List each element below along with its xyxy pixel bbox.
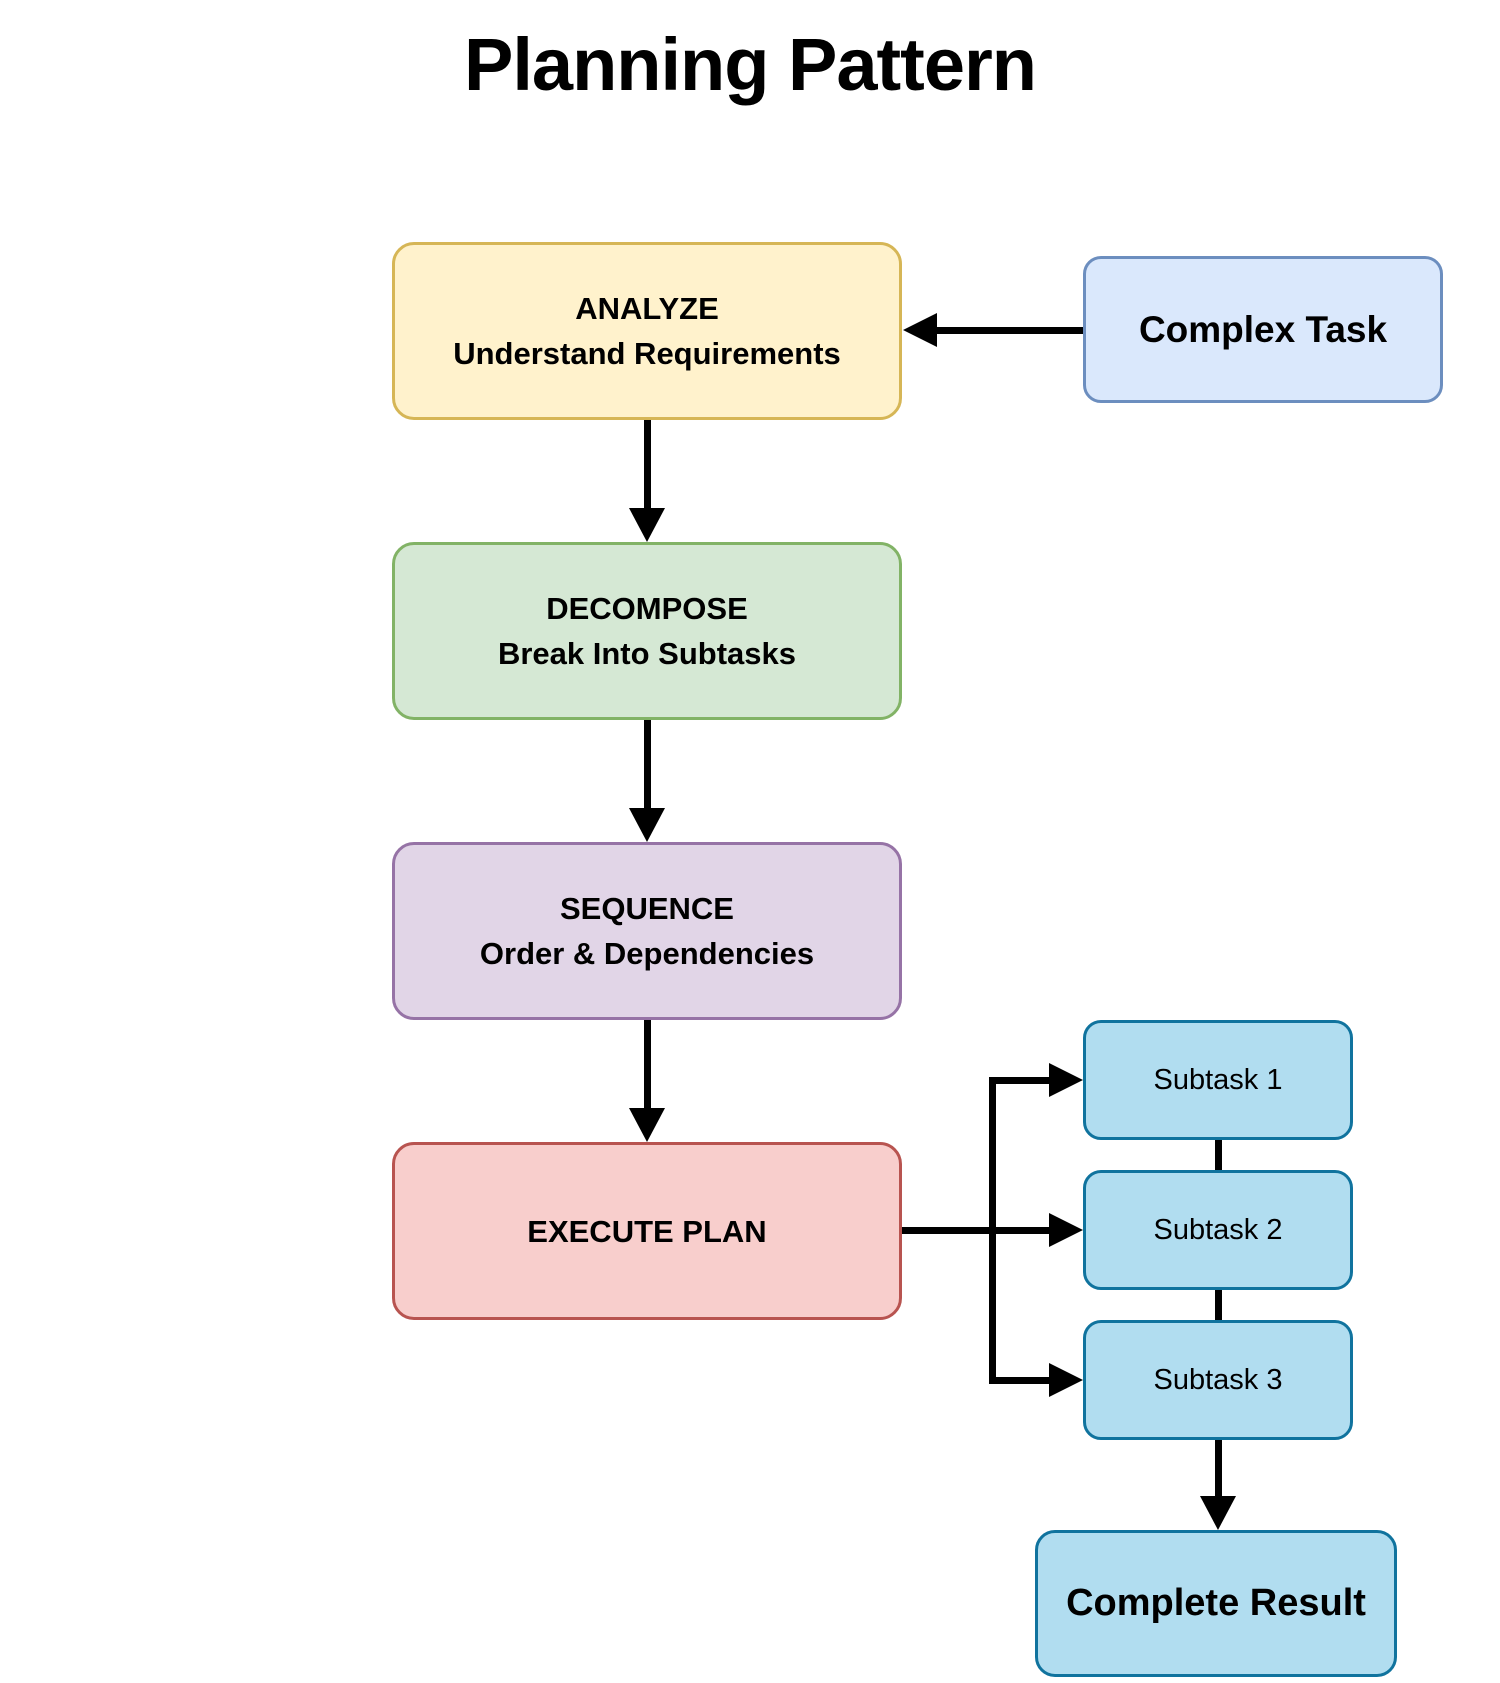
arrow-execute-to-subtask2-line [902, 1226, 1049, 1234]
decompose-title: DECOMPOSE [546, 591, 748, 626]
node-subtask-1: Subtask 1 [1083, 1020, 1353, 1140]
node-execute-plan: EXECUTE PLAN [392, 1142, 902, 1320]
decompose-subtitle: Break Into Subtasks [497, 636, 797, 671]
link-subtask2-to-subtask3-line [1214, 1290, 1222, 1320]
node-sequence: SEQUENCE Order & Dependencies [392, 842, 902, 1020]
arrow-execute-to-subtask1-head-icon [1049, 1063, 1083, 1097]
subtask-1-label: Subtask 1 [1153, 1063, 1283, 1096]
arrow-execute-to-subtask3-head-icon [1049, 1363, 1083, 1397]
complex-task-label: Complex Task [1138, 308, 1388, 350]
arrow-analyze-to-decompose-line [643, 420, 651, 508]
arrow-subtask3-to-complete-head-icon [1200, 1496, 1236, 1530]
analyze-subtitle: Understand Requirements [453, 336, 841, 371]
sequence-subtitle: Order & Dependencies [479, 936, 815, 971]
arrow-complex-to-analyze-line [936, 326, 1083, 334]
arrow-decompose-to-sequence-head-icon [629, 808, 665, 842]
arrow-complex-to-analyze-head-icon [903, 313, 937, 347]
execute-plan-label: EXECUTE PLAN [527, 1213, 767, 1249]
arrow-execute-to-subtask2-head-icon [1049, 1213, 1083, 1247]
link-subtask1-to-subtask2-line [1214, 1140, 1222, 1170]
sequence-title: SEQUENCE [560, 891, 734, 926]
node-decompose: DECOMPOSE Break Into Subtasks [392, 542, 902, 720]
subtask-3-label: Subtask 3 [1153, 1363, 1283, 1396]
arrow-sequence-to-execute-line [643, 1020, 651, 1108]
node-complex-task: Complex Task [1083, 256, 1443, 403]
complete-result-label: Complete Result [1066, 1582, 1366, 1624]
analyze-title: ANALYZE [575, 291, 719, 326]
diagram-title: Planning Pattern [464, 23, 1037, 106]
node-subtask-3: Subtask 3 [1083, 1320, 1353, 1440]
fanout-trunk-line [988, 1076, 996, 1384]
arrow-subtask3-to-complete-line [1214, 1440, 1222, 1496]
subtask-2-label: Subtask 2 [1153, 1213, 1283, 1246]
arrow-execute-to-subtask1-line [988, 1076, 1050, 1084]
node-complete-result: Complete Result [1035, 1530, 1397, 1677]
arrow-execute-to-subtask3-line [988, 1376, 1050, 1384]
arrow-analyze-to-decompose-head-icon [629, 508, 665, 542]
node-analyze: ANALYZE Understand Requirements [392, 242, 902, 420]
node-subtask-2: Subtask 2 [1083, 1170, 1353, 1290]
arrow-decompose-to-sequence-line [643, 720, 651, 808]
arrow-sequence-to-execute-head-icon [629, 1108, 665, 1142]
